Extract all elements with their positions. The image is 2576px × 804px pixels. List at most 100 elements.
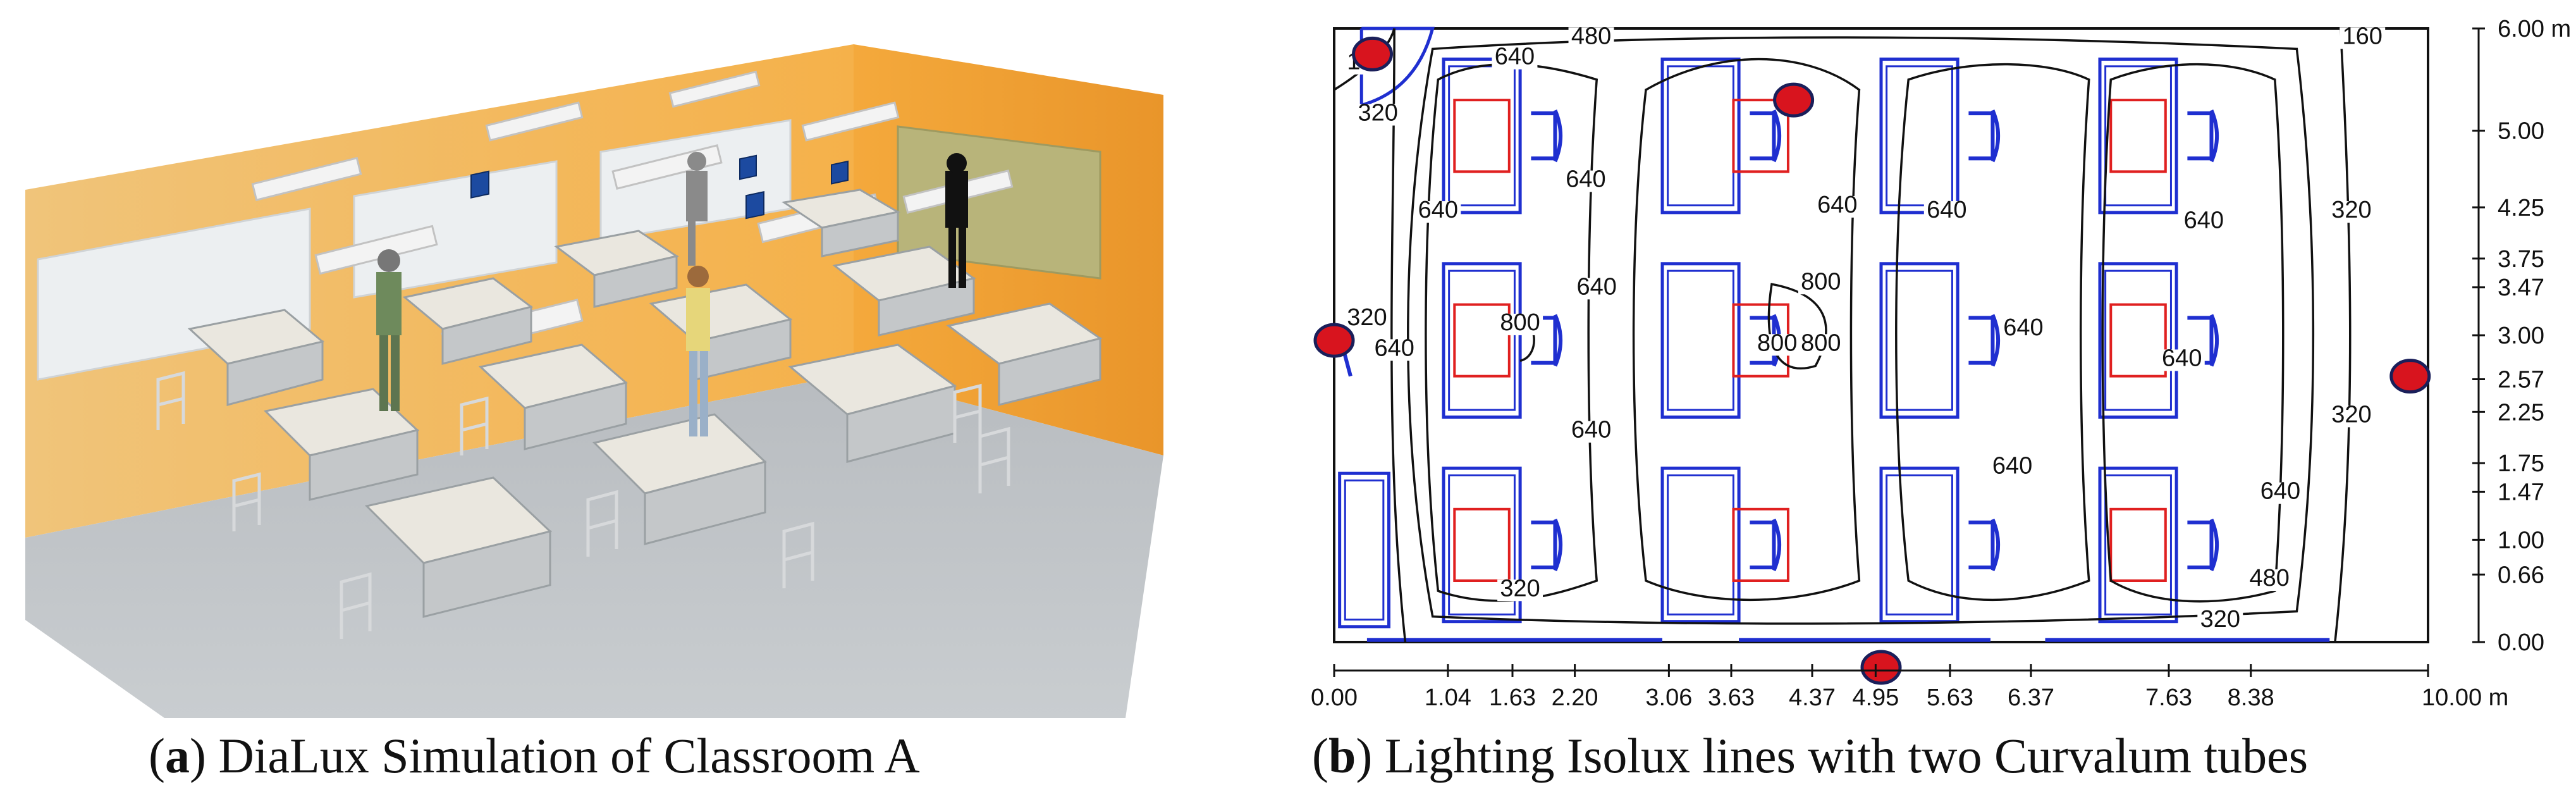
desk — [554, 230, 679, 308]
desk — [782, 189, 901, 257]
isolux-label: 640 — [1927, 197, 1966, 223]
chair — [1531, 518, 1563, 572]
x-tick-label: 1.63 — [1489, 684, 1536, 711]
isolux-line — [1425, 63, 1598, 602]
desk — [1660, 466, 1741, 624]
x-tick-label: 10.00 m — [2422, 684, 2508, 711]
y-tick-label: 3.47 — [2498, 275, 2544, 301]
y-tick-label: 0.66 — [2498, 562, 2544, 588]
isolux-label: 640 — [1992, 452, 2032, 479]
desk — [1442, 262, 1522, 419]
isolux-contours — [1334, 28, 2352, 643]
isolux-label: 640 — [1566, 166, 1605, 193]
isolux-label: 160 — [2342, 23, 2382, 49]
y-tick-label: 1.00 — [2498, 527, 2544, 554]
isolux-label-bg — [1814, 196, 1860, 218]
x-tick-label: 3.06 — [1645, 684, 1692, 711]
x-tick-label: 1.04 — [1425, 684, 1471, 711]
isolux-label-bg — [2328, 405, 2374, 428]
isolux-label-bg — [1562, 170, 1609, 192]
desk-inner — [1886, 474, 1953, 615]
isolux-label: 640 — [1571, 417, 1611, 443]
isolux-line — [1632, 58, 1861, 601]
chair — [1968, 314, 2001, 367]
y-tick-label: 1.47 — [2498, 479, 2544, 505]
luminaire-layer — [1453, 99, 2167, 582]
desk — [2098, 58, 2178, 214]
isolux-label-bg — [1989, 457, 2035, 479]
isolux-line — [1895, 63, 2090, 602]
x-tick-label: 4.37 — [1789, 684, 1836, 711]
y-tick-label: 0.00 — [2498, 629, 2544, 656]
desk — [946, 302, 1103, 406]
y-tick-label: 4.25 — [2498, 195, 2544, 221]
desk — [592, 413, 768, 545]
isolux-label-bg — [2247, 569, 2293, 591]
y-tick-label: 5.00 — [2498, 118, 2544, 145]
desk — [2098, 466, 2178, 624]
curvalum-tube-dot — [1313, 323, 1355, 358]
isolux-label: 640 — [1374, 335, 1414, 361]
desk-inner — [2104, 269, 2172, 411]
desk-inner — [1448, 269, 1516, 411]
isolux-label: 640 — [2003, 314, 2043, 341]
desks — [187, 189, 1103, 618]
isolux-label-bg — [2181, 211, 2227, 233]
desk — [1442, 466, 1522, 624]
y-tick-label: 2.57 — [2498, 367, 2544, 393]
curvalum-tube-dots — [1313, 36, 2431, 685]
isolux-label-bg — [2340, 27, 2386, 49]
desk — [1879, 262, 1960, 419]
desk-inner — [1886, 65, 1953, 207]
luminaire — [1453, 303, 1511, 378]
isolux-label: 640 — [2260, 478, 2300, 505]
chair — [1750, 518, 1782, 572]
luminaire — [2109, 99, 2167, 173]
desk-inner — [2104, 65, 2172, 207]
desk-inner — [1667, 65, 1734, 207]
floor — [25, 373, 1163, 718]
desk-inner — [1667, 474, 1734, 615]
desk — [1660, 262, 1741, 419]
x-tick-label: 0.00 — [1311, 684, 1358, 711]
isolux-label: 640 — [1576, 273, 1616, 300]
luminaire — [2109, 303, 2167, 378]
isolux-label: 320 — [2331, 197, 2371, 223]
isolux-label-bg — [1568, 27, 1614, 49]
x-tick-label: 5.63 — [1927, 684, 1973, 711]
desk — [1660, 58, 1741, 214]
person-grey — [686, 152, 708, 266]
curvalum-tube-dot — [1773, 82, 1815, 118]
isolux-label-bg — [1344, 308, 1390, 330]
isolux-line — [1407, 36, 2315, 625]
isolux-label: 320 — [1500, 575, 1540, 602]
isolux-label-bg — [1492, 47, 1538, 70]
classroom-render-svg — [25, 44, 1163, 718]
isolux-label: 320 — [2331, 401, 2371, 428]
isolux-label-bg — [2257, 482, 2303, 504]
chair — [2187, 518, 2219, 572]
isolux-label-bg — [2328, 201, 2374, 223]
desk-inner — [1448, 474, 1516, 615]
curvalum-tube-dot — [1352, 36, 1394, 71]
desk-inner — [1886, 269, 1953, 411]
luminaire — [2109, 507, 2167, 582]
x-tick-label: 2.20 — [1552, 684, 1598, 711]
curvalum-tube-dot — [2389, 359, 2431, 394]
laptops — [470, 154, 849, 220]
isolux-line — [2101, 63, 2285, 603]
desk — [365, 476, 553, 618]
isolux-label: 320 — [1358, 100, 1397, 127]
isolux-label-bg — [1497, 579, 1543, 602]
isolux-label-bg — [1415, 201, 1461, 223]
x-tick-label: 3.63 — [1708, 684, 1755, 711]
chair — [1968, 109, 2001, 163]
people — [376, 152, 968, 436]
isolux-label-bg — [1568, 421, 1614, 443]
isolux-label: 480 — [2249, 565, 2289, 591]
classroom-3d-render: (a) DiaLux Simulation of Classroom A — [0, 0, 1189, 804]
desk-inner — [1667, 269, 1734, 411]
y-tick-label: 3.75 — [2498, 246, 2544, 273]
isolux-label-bg — [1923, 201, 1970, 223]
